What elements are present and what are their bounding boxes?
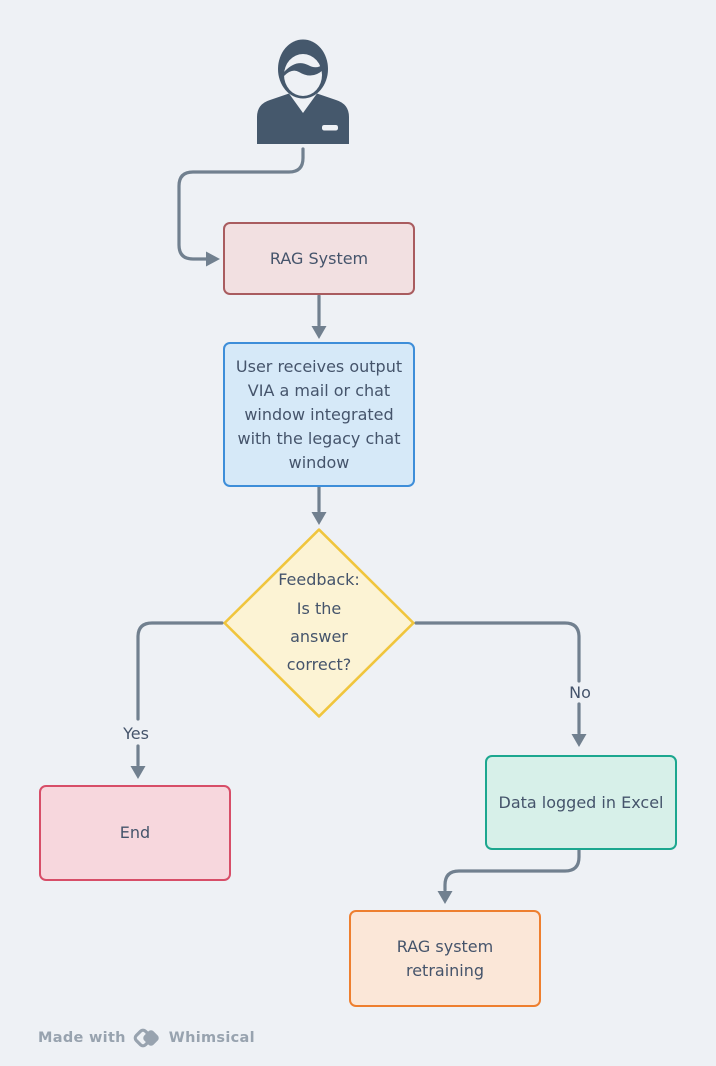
connector-user-to-rag[interactable] bbox=[177, 147, 305, 261]
node-output-label: User receives output VIA a mail or chat … bbox=[235, 356, 403, 472]
connector-feedback-to-excel[interactable] bbox=[414, 621, 581, 683]
whimsical-brand-text: Whimsical bbox=[168, 1030, 255, 1046]
node-user[interactable] bbox=[255, 39, 351, 144]
edge-label-yes: Yes bbox=[123, 724, 149, 743]
whimsical-logo-icon bbox=[133, 1028, 159, 1048]
node-rag-system-label: RAG System bbox=[269, 248, 369, 268]
made-with-text: Made with bbox=[38, 1030, 126, 1046]
node-end-label: End bbox=[119, 823, 151, 842]
arrowhead-user-to-rag bbox=[206, 251, 220, 267]
node-feedback-decision[interactable]: Feedback: Is the answer correct? bbox=[223, 528, 415, 718]
diamond-shape bbox=[223, 528, 415, 718]
node-output[interactable]: User receives output VIA a mail or chat … bbox=[223, 342, 415, 487]
node-data-logged-label: Data logged in Excel bbox=[498, 792, 664, 812]
connector-feedback-to-end[interactable] bbox=[136, 621, 224, 721]
node-retraining-label: RAG system retraining bbox=[396, 936, 494, 980]
person-icon bbox=[257, 39, 349, 144]
arrowhead-rag-to-output bbox=[311, 326, 327, 339]
node-data-logged[interactable]: Data logged in Excel bbox=[485, 755, 677, 850]
connector-excel-to-retraining[interactable] bbox=[443, 848, 581, 892]
arrowhead-output-to-feedback bbox=[311, 512, 327, 525]
made-with-whimsical-badge[interactable]: Made with Whimsical bbox=[38, 1026, 255, 1050]
node-rag-system[interactable]: RAG System bbox=[223, 222, 415, 295]
arrowhead-feedback-to-end bbox=[130, 766, 146, 779]
node-end[interactable]: End bbox=[39, 785, 231, 881]
arrowhead-excel-to-retraining bbox=[437, 891, 453, 904]
node-retraining[interactable]: RAG system retraining bbox=[349, 910, 541, 1007]
arrowhead-feedback-to-excel bbox=[571, 734, 587, 747]
edge-label-no: No bbox=[569, 683, 591, 702]
node-feedback-label: Feedback: Is the answer correct? bbox=[278, 570, 360, 675]
